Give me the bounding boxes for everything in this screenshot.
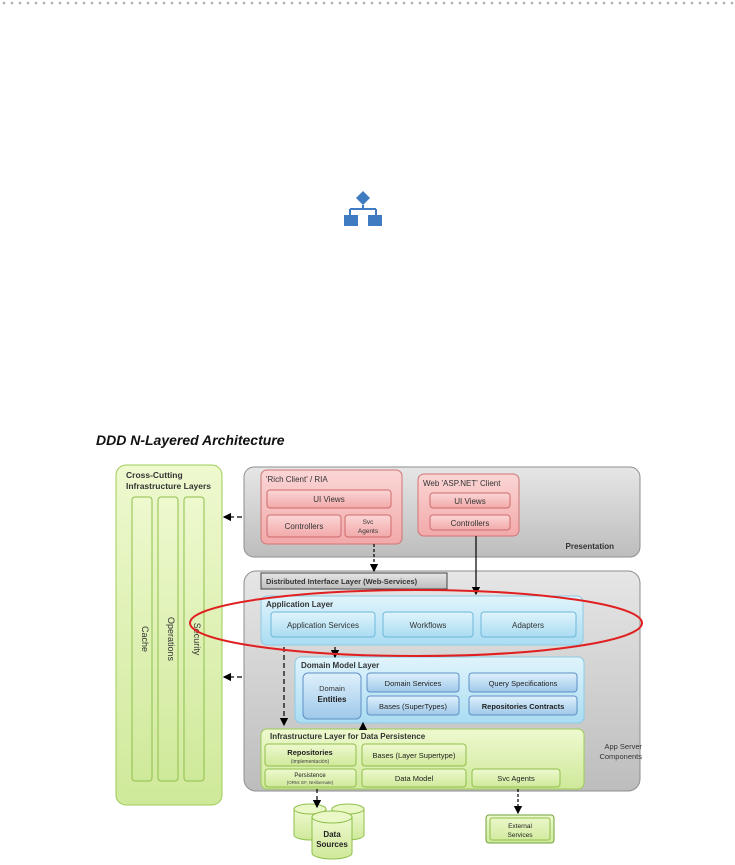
dotted-divider (0, 0, 735, 6)
rich-svc-agents (344, 514, 392, 538)
infra-svc-agents-box (471, 768, 561, 788)
infra-bases-box (361, 743, 467, 767)
cache-column (131, 496, 153, 782)
web-ui-views-label: UI Views (454, 497, 485, 506)
distributed-interface-layer (260, 572, 448, 590)
repositories-contracts-label: Repositories Contracts (482, 702, 565, 711)
highlight-ellipse (189, 589, 643, 657)
rich-client-title: 'Rich Client' / RIA (266, 475, 328, 484)
query-specifications-label: Query Specifications (489, 679, 558, 688)
operations-label: Operations (166, 617, 176, 662)
query-specifications-box (468, 672, 578, 693)
data-sources-label-1: Data (323, 830, 341, 839)
app-server-label-2: Components (599, 752, 642, 761)
domain-entities-label-2: Entities (318, 695, 347, 704)
external-services-box (485, 814, 555, 844)
security-label: Security (192, 623, 202, 656)
infra-bases-label: Bases (Layer Supertype) (373, 751, 456, 760)
workflows-label: Workflows (410, 621, 447, 630)
security-column (183, 496, 205, 782)
data-sources-label-2: Sources (316, 840, 348, 849)
application-layer-title: Application Layer (266, 600, 333, 609)
web-client-title: Web 'ASP.NET' Client (423, 479, 501, 488)
infra-svc-agents-label: Svc Agents (497, 774, 535, 783)
domain-services-label: Domain Services (385, 679, 442, 688)
app-server-label-1: App Server (604, 742, 642, 751)
connectors (222, 512, 523, 815)
flowchart-icon (344, 191, 382, 226)
rich-svc-agents-label-2: Agents (358, 528, 379, 535)
external-services-label-2: Services (508, 832, 534, 839)
web-ui-views (429, 492, 511, 509)
domain-bases-label: Bases (SuperTypes) (379, 702, 447, 711)
rich-ui-views-label: UI Views (313, 495, 344, 504)
domain-entities-label-1: Domain (319, 684, 345, 693)
architecture-diagram: DDD N-Layered Architecture Cross-Cutting… (96, 432, 643, 860)
persistence-sublabel: (ORM: EF, NHibernate) (287, 780, 334, 785)
repositories-contracts-box (468, 695, 578, 716)
repositories-box (264, 743, 357, 767)
cache-label: Cache (140, 626, 150, 652)
application-services-label: Application Services (287, 621, 359, 630)
web-controllers (429, 514, 511, 531)
cross-cutting-title-2: Infrastructure Layers (126, 481, 211, 491)
repositories-label: Repositories (287, 748, 332, 757)
infrastructure-title: Infrastructure Layer for Data Persistenc… (270, 732, 426, 741)
diagram-title: DDD N-Layered Architecture (96, 432, 285, 448)
adapters-label: Adapters (512, 621, 544, 630)
rich-ui-views (266, 489, 392, 509)
external-services-label-1: External (508, 823, 532, 830)
data-model-label: Data Model (395, 774, 434, 783)
rich-controllers-label: Controllers (285, 522, 324, 531)
presentation-label: Presentation (566, 542, 615, 551)
adapters-box (480, 611, 577, 638)
persistence-label: Persistence (294, 773, 326, 779)
domain-bases-box (366, 695, 460, 716)
operations-column (157, 496, 179, 782)
distributed-interface-label: Distributed Interface Layer (Web-Service… (266, 577, 418, 586)
data-model-box (361, 768, 467, 788)
external-services-inner (489, 817, 551, 841)
domain-model-title: Domain Model Layer (301, 661, 379, 670)
workflows-box (382, 611, 474, 638)
cross-cutting-title-1: Cross-Cutting (126, 470, 183, 480)
domain-entities-box (302, 672, 362, 720)
persistence-box (264, 768, 357, 788)
application-services-box (270, 611, 376, 638)
web-controllers-label: Controllers (451, 519, 490, 528)
rich-controllers (266, 514, 342, 538)
data-sources-cylinders (293, 803, 365, 860)
repositories-sublabel: (implementación) (291, 759, 330, 765)
rich-svc-agents-label-1: Svc (363, 519, 375, 526)
domain-services-box (366, 672, 460, 693)
